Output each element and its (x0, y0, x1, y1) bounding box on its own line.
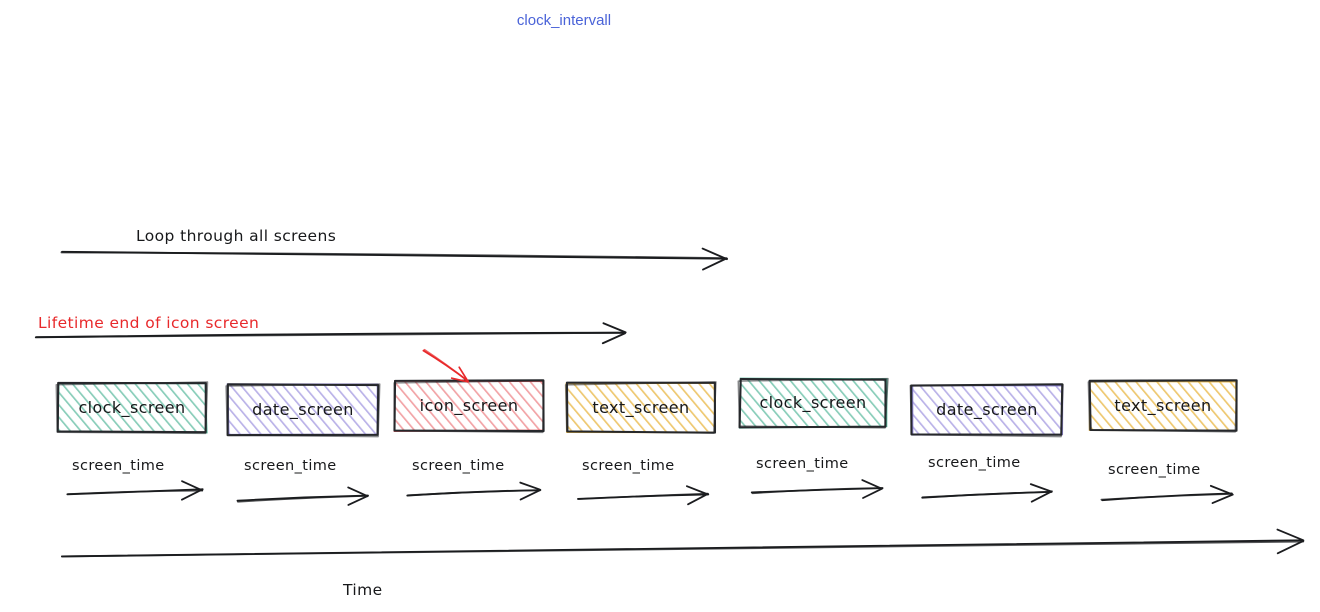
screen-time-label: screen_time (582, 459, 675, 474)
screen-box (910, 384, 1063, 436)
screen-time-label: screen_time (72, 459, 165, 474)
screen-time-label: screen_time (1108, 463, 1201, 478)
loop-through-label: Loop through all screens (136, 229, 336, 245)
screen-box (1088, 380, 1237, 432)
screen-box (226, 384, 380, 436)
lifetime-end-label: Lifetime end of icon screen (38, 316, 259, 332)
screen-box (394, 380, 544, 432)
screen-time-label: screen_time (928, 456, 1021, 471)
screen-box (56, 382, 207, 433)
time-axis-label: Time (343, 583, 383, 599)
screen-time-label: screen_time (412, 459, 505, 474)
screen-time-label: screen_time (244, 459, 337, 474)
screen-time-label: screen_time (756, 457, 849, 472)
screen-box-group (56, 378, 1237, 436)
screen-box (566, 382, 716, 433)
screen-box (738, 378, 888, 428)
